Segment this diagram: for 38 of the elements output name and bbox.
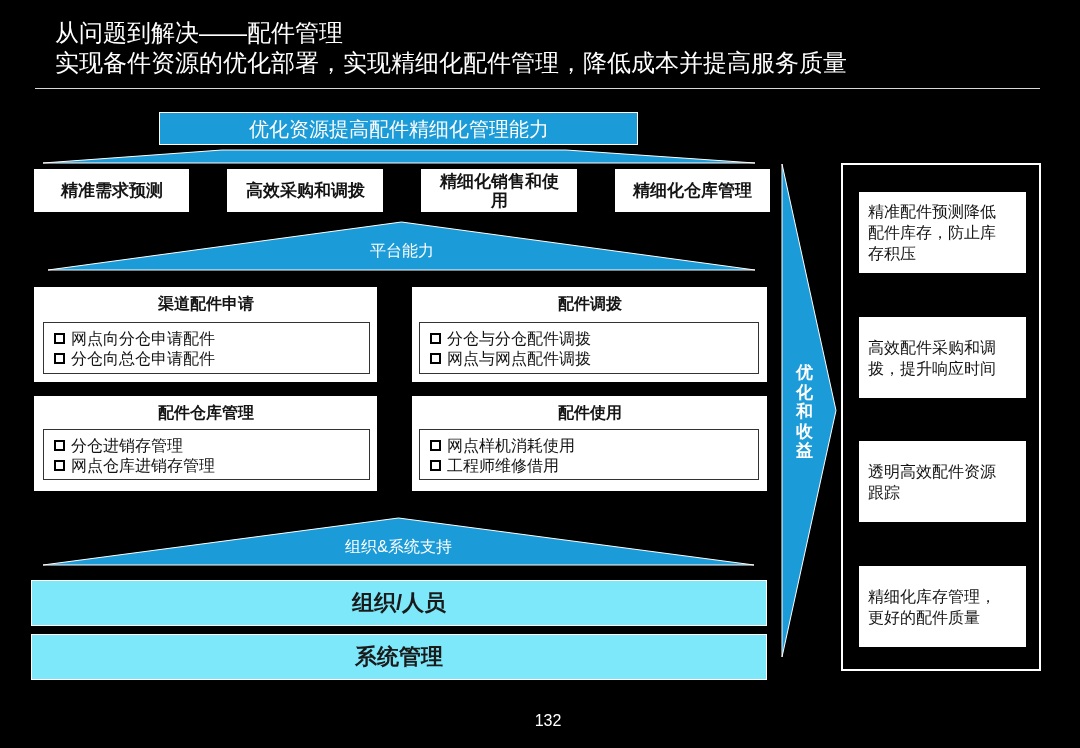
text-box: 精细化销售和使用	[421, 169, 577, 212]
list-item: 网点与网点配件调拨	[447, 348, 591, 368]
panel-box	[412, 396, 767, 491]
panel-heading: 配件使用	[557, 403, 622, 423]
heading-banner: 优化资源提高配件精细化管理能力	[159, 112, 638, 145]
text-box: 精细化库存管理，更好的配件质量	[859, 566, 1026, 647]
band-label: 平台能力	[369, 241, 434, 260]
text-box: 精细化仓库管理	[615, 169, 770, 212]
panel-box	[412, 287, 767, 382]
outline-frame	[841, 163, 1041, 671]
panel-heading: 配件仓库管理	[157, 403, 254, 423]
list-box	[419, 429, 759, 480]
text-box: 精准配件预测降低配件库存，防止库存积压	[859, 192, 1026, 273]
list-item: 分仓向总仓申请配件	[71, 348, 215, 368]
text-box: 高效采购和调拨	[227, 169, 383, 212]
panel-box	[34, 396, 377, 491]
list-item: 工程师维修借用	[447, 455, 559, 475]
list-item: 网点仓库进销存管理	[71, 455, 215, 475]
list-item: 分仓进销存管理	[71, 436, 183, 456]
arrow-label: 优化和收益	[795, 363, 813, 461]
layer-bar: 系统管理	[31, 634, 767, 680]
list-box	[43, 322, 370, 374]
panel-heading: 渠道配件申请	[157, 294, 254, 314]
list-item: 分仓与分仓配件调拨	[447, 329, 591, 349]
text-box: 透明高效配件资源跟踪	[859, 441, 1026, 522]
subtitle: 实现备件资源的优化部署，实现精细化配件管理，降低成本并提高服务质量	[55, 49, 847, 77]
layer-bar: 组织/人员	[31, 580, 767, 626]
text-box: 高效配件采购和调拨，提升响应时间	[859, 317, 1026, 398]
panel-box	[34, 287, 377, 382]
panel-heading: 配件调拨	[557, 294, 622, 314]
list-box	[419, 322, 759, 374]
band-label: 组织&系统支持	[345, 537, 452, 556]
list-box	[43, 429, 370, 480]
title: 从问题到解决——配件管理	[55, 19, 343, 47]
text-box: 精准需求预测	[34, 169, 189, 212]
list-item: 网点向分仓申请配件	[71, 329, 215, 349]
list-item: 网点样机消耗使用	[447, 436, 575, 456]
page-number: 132	[534, 711, 562, 731]
